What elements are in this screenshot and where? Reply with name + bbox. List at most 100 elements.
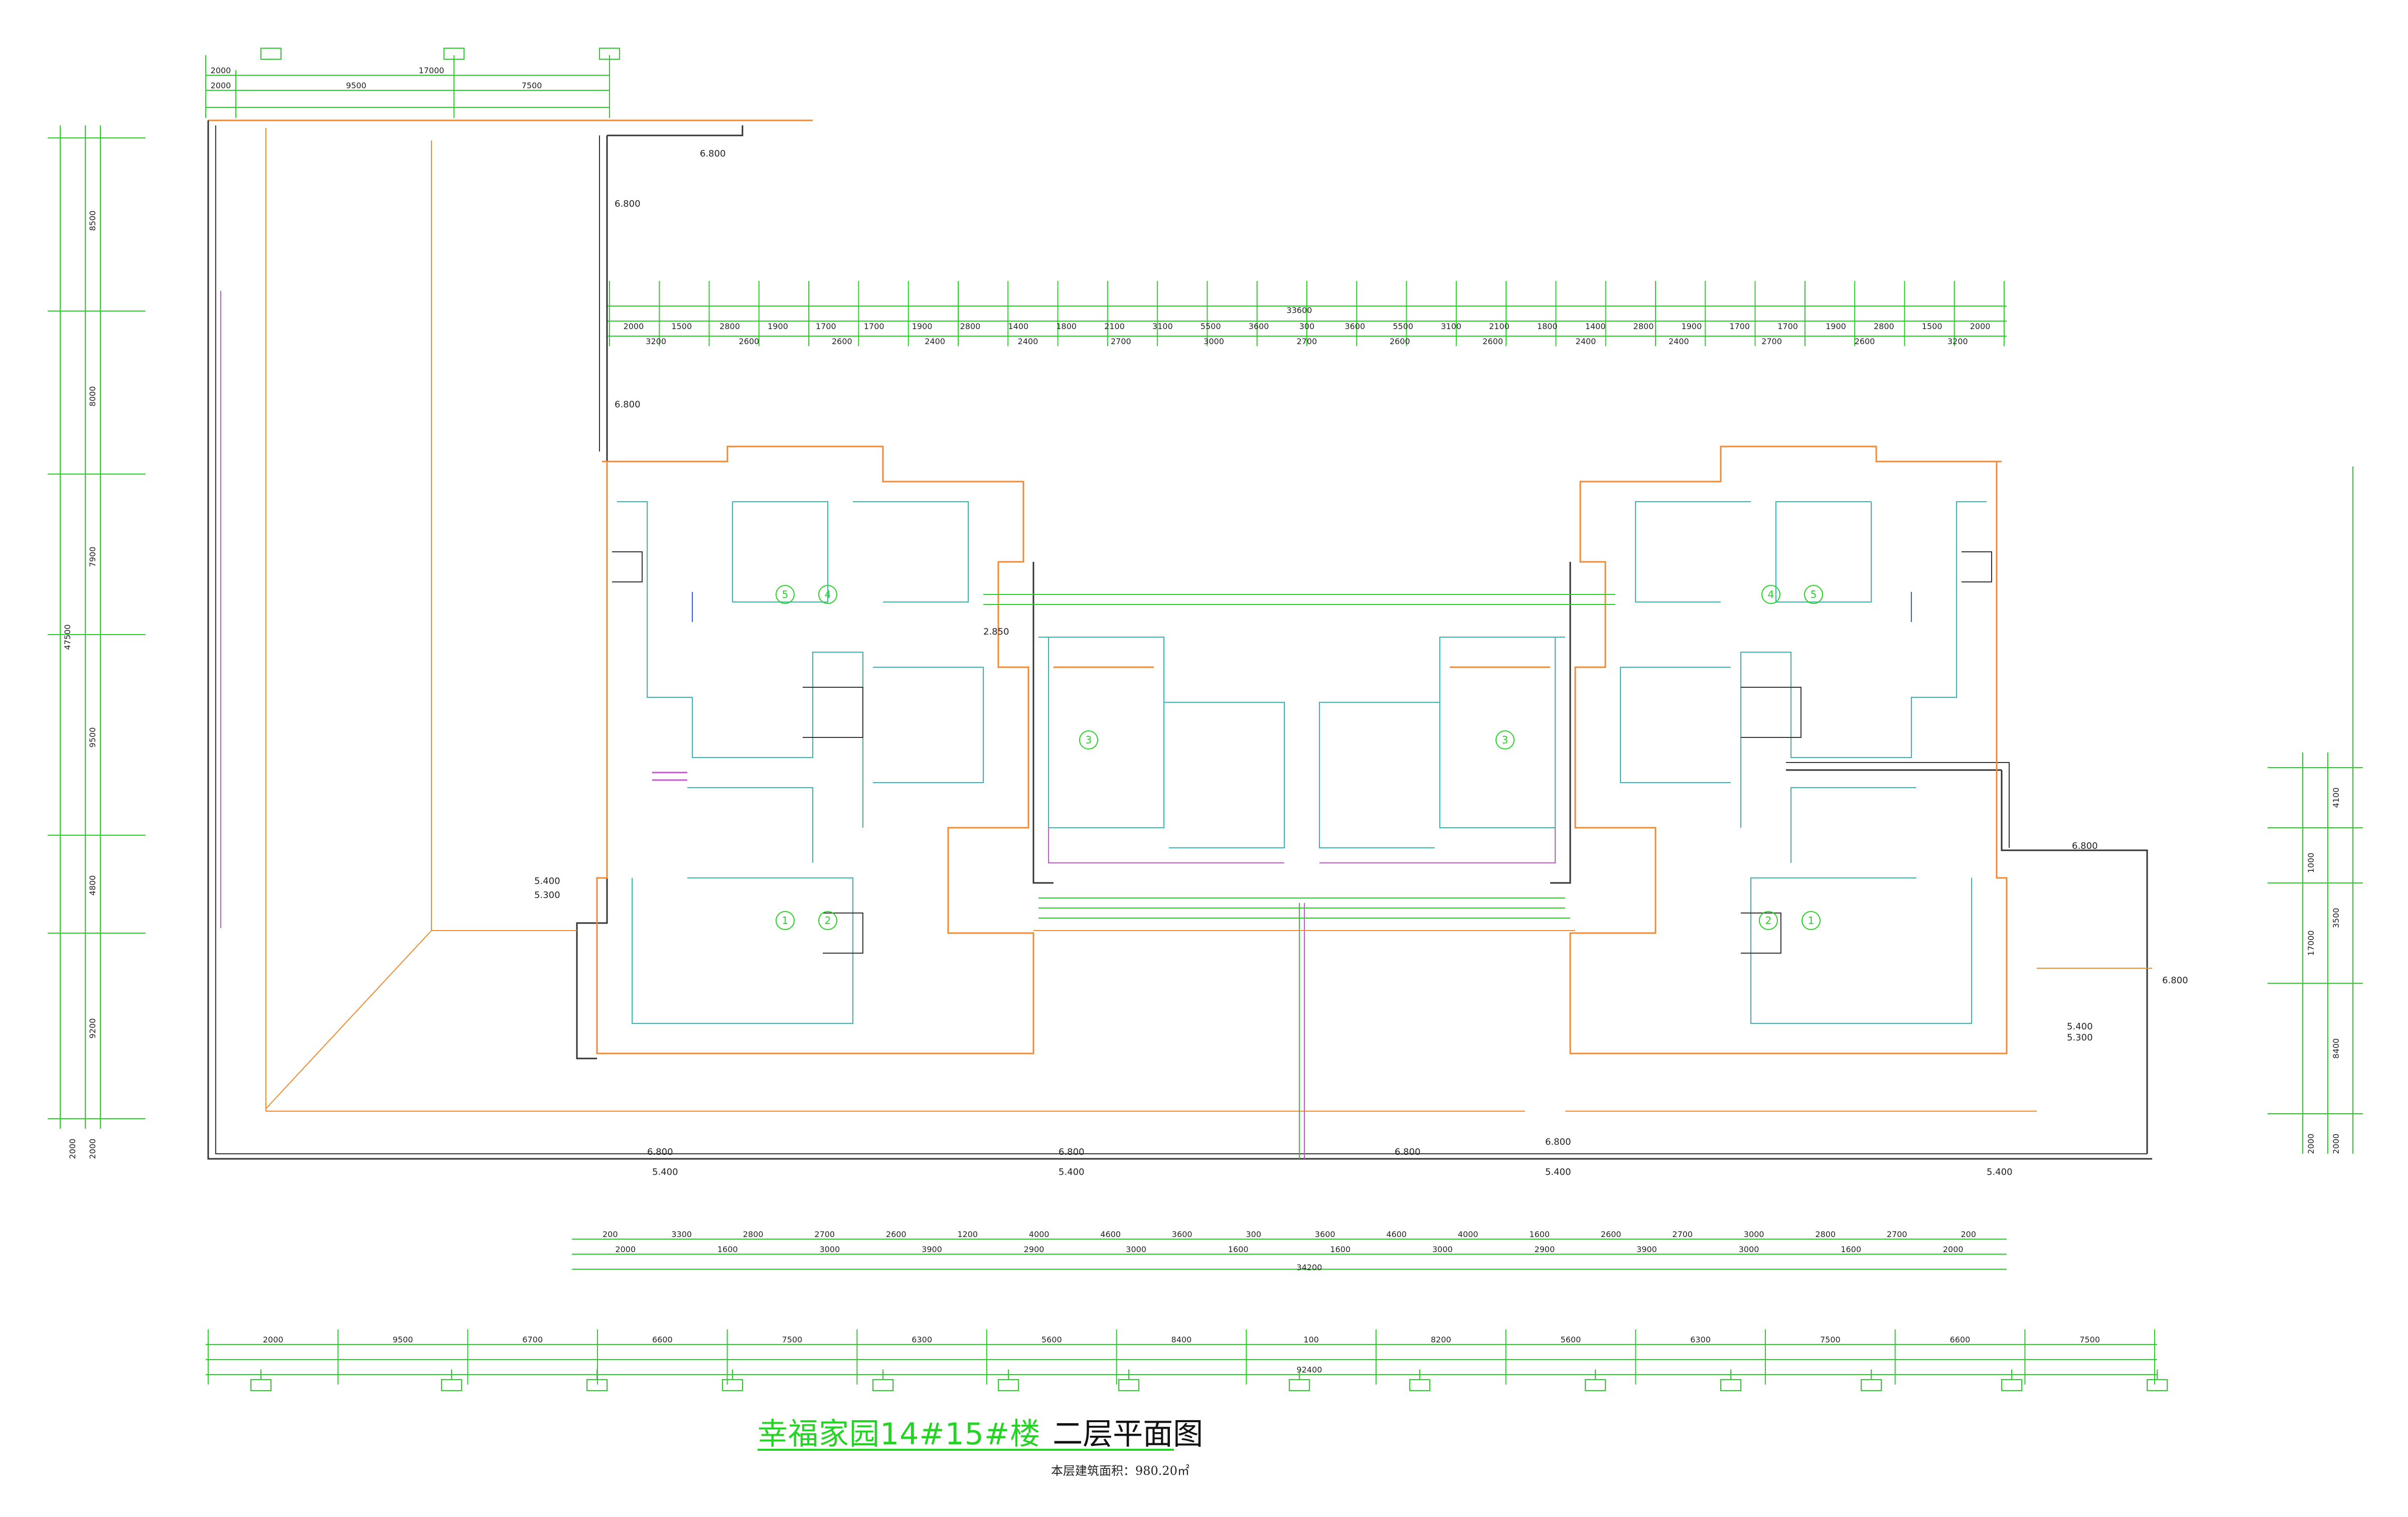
elevation-mid-1: 5.400 [534, 876, 560, 886]
dim-upper-r2-12: 2700 [1761, 337, 1782, 346]
unit-number-2: 3 [1086, 734, 1092, 746]
unit-circle-3 [776, 911, 795, 930]
dim-bottom-o-7: 8400 [1171, 1335, 1192, 1344]
dim-upper-r1-17: 3100 [1441, 322, 1461, 331]
dim-upper-r1-9: 1800 [1056, 322, 1077, 331]
dim-bottom-a-0: 200 [603, 1230, 618, 1239]
elevation-top-3: 6.800 [615, 399, 641, 410]
dim-top-4: 9500 [346, 81, 367, 90]
dim-top-5: 7500 [522, 81, 542, 90]
site-boundary [207, 119, 2152, 1160]
dim-bottom-o-5: 6300 [912, 1335, 932, 1344]
elevation-bottom-7: 5.400 [1545, 1167, 1571, 1177]
dim-bottom-b-2: 3000 [820, 1245, 840, 1254]
dim-upper-r1-7: 2800 [960, 322, 981, 331]
elevation-bottom-5: 5.400 [652, 1167, 678, 1177]
title-project: 幸福家园14#15#楼 [758, 1417, 1041, 1452]
dim-upper-r1-2: 2800 [719, 322, 740, 331]
bottom-dimension-chain [206, 1239, 2157, 1375]
unit-number-6: 4 [1768, 588, 1774, 600]
dim-left-1: 8500 [88, 211, 97, 231]
building-right [1319, 445, 2008, 1054]
dim-right-7: 2000 [2331, 1134, 2341, 1154]
dim-upper-r1-1: 1500 [671, 322, 692, 331]
dim-left-3: 7900 [88, 547, 97, 567]
dim-bottom-o-11: 6300 [1690, 1335, 1711, 1344]
dim-bottom-b-0: 2000 [615, 1245, 636, 1254]
dim-left-5: 9500 [88, 727, 97, 748]
dim-bottom-o-8: 100 [1303, 1335, 1319, 1344]
dim-upper-r2-8: 2600 [1390, 337, 1410, 346]
dim-upper-r1-12: 5500 [1200, 322, 1221, 331]
dim-bottom-o-1: 9500 [393, 1335, 413, 1344]
dim-upper-r1-13: 3600 [1249, 322, 1269, 331]
dim-bottom-a-7: 4600 [1100, 1230, 1121, 1239]
unit-circle-2 [1079, 730, 1098, 749]
dim-upper-r1-10: 2100 [1104, 322, 1125, 331]
bottom-tick-lines [208, 1329, 2155, 1385]
dim-upper-r1-14: 300 [1299, 322, 1315, 331]
dim-bottom-o-6: 5600 [1041, 1335, 1062, 1344]
unit-number-9: 1 [1808, 915, 1815, 927]
dim-upper-r1-21: 2800 [1633, 322, 1654, 331]
dim-bottom-a-13: 1600 [1529, 1230, 1550, 1239]
dim-bottom-a-10: 3600 [1315, 1230, 1335, 1239]
dim-bottom-grand-total: 92400 [1297, 1365, 1322, 1375]
dim-bottom-a-14: 2600 [1601, 1230, 1621, 1239]
dim-bottom-o-2: 6700 [522, 1335, 543, 1344]
dim-bottom-o-14: 7500 [2079, 1335, 2100, 1344]
elevation-bottom-8: 5.400 [1987, 1167, 2013, 1177]
upper-dimension-text: 33600 [1287, 306, 1312, 315]
unit-circle-9 [1801, 911, 1821, 930]
elevation-stair: 2.850 [983, 627, 1009, 637]
dim-left-2: 8000 [88, 386, 97, 407]
dim-left-7: 9200 [88, 1018, 97, 1039]
dim-bottom-b-11: 3000 [1739, 1245, 1759, 1254]
unit-circle-7 [1804, 585, 1823, 604]
elevation-markers: 6.800 6.800 6.800 5.400 5.300 2.850 6.80… [534, 148, 2188, 1177]
dim-bottom-b-4: 2900 [1024, 1245, 1044, 1254]
dim-right-1: 4100 [2331, 788, 2341, 808]
dim-bottom-a-9: 300 [1246, 1230, 1261, 1239]
right-dimension-text: 4100 1000 3500 17000 8400 2000 2000 [2306, 788, 2341, 1154]
upper-tick-lines [609, 281, 2005, 346]
unit-circle-8 [1759, 911, 1778, 930]
floor-area-note: 本层建筑面积：980.20㎡ [1051, 1464, 1189, 1478]
bottom-dimension-totals: 34200 92400 [1297, 1263, 1322, 1375]
bottom-axis-tags [250, 1370, 2168, 1391]
unit-circle-6 [1761, 585, 1780, 604]
dim-bottom-a-1: 3300 [671, 1230, 692, 1239]
elevation-bottom-1: 6.800 [647, 1147, 673, 1157]
dim-upper-r1-24: 1700 [1777, 322, 1798, 331]
building-left [596, 445, 1285, 1054]
dim-top-2: 17000 [419, 66, 444, 75]
dim-left-9: 2000 [88, 1139, 97, 1159]
dim-upper-r2-0: 3200 [646, 337, 666, 346]
dim-upper-r1-4: 1700 [816, 322, 836, 331]
dim-upper-r2-4: 2400 [1018, 337, 1038, 346]
elevation-bottom-4: 6.800 [1545, 1137, 1571, 1147]
dim-upper-r1-22: 1900 [1682, 322, 1702, 331]
dim-bottom-b-6: 1600 [1228, 1245, 1249, 1254]
dim-bottom-b-12: 1600 [1841, 1245, 1861, 1254]
dim-left-8: 2000 [68, 1139, 77, 1159]
top-dimension-chain [205, 55, 610, 118]
dim-bottom-b-5: 3000 [1126, 1245, 1146, 1254]
elevation-right-2: 6.800 [2162, 975, 2188, 986]
dim-upper-r2-5: 2700 [1111, 337, 1131, 346]
unit-number-3: 1 [782, 915, 789, 927]
dim-bottom-a-19: 200 [1961, 1230, 1976, 1239]
unit-number-4: 2 [825, 915, 831, 927]
elevation-right-4: 5.300 [2067, 1032, 2093, 1043]
left-dimension-chain [48, 125, 145, 1129]
dim-right-3: 3500 [2331, 908, 2341, 929]
dim-bottom-o-0: 2000 [263, 1335, 283, 1344]
unit-circle-0 [776, 585, 795, 604]
dim-bottom-a-15: 2700 [1672, 1230, 1693, 1239]
